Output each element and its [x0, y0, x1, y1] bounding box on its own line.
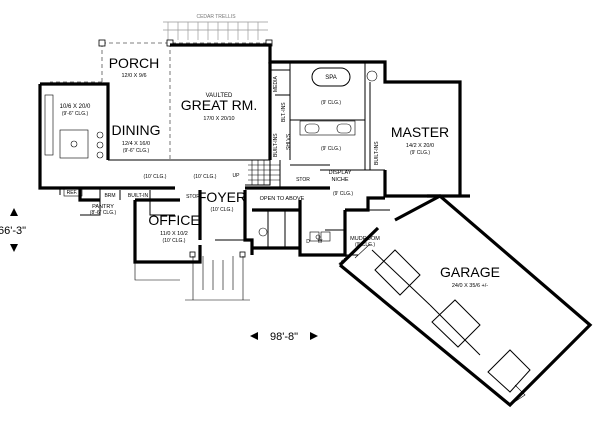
- garage-name: GARAGE: [440, 264, 500, 280]
- trellis-label: CEDAR TRELLIS: [196, 14, 236, 20]
- porch-name: PORCH: [109, 55, 160, 71]
- ref-label: REF.: [67, 190, 78, 196]
- garage: [338, 194, 593, 408]
- entry-posts: [134, 251, 250, 301]
- up-label: UP: [233, 173, 241, 179]
- media-label: MEDIA: [273, 76, 279, 93]
- bath-clg-2: (9' CLG.): [321, 146, 341, 152]
- stor-label-1: STOR: [296, 177, 310, 183]
- width-dimension: 98'-8": [250, 331, 318, 343]
- pantry-name: PANTRY: [92, 204, 114, 210]
- display-line1: DISPLAY: [329, 170, 352, 176]
- kitchen-clg: (9'-6" CLG.): [62, 111, 89, 117]
- great-name: GREAT RM.: [181, 97, 258, 113]
- dryer-label: D: [306, 239, 310, 245]
- depth-value: 66'-3": [0, 225, 26, 237]
- dining-size: 12/4 X 16/0: [122, 141, 150, 147]
- stairs: [248, 160, 280, 185]
- built-ins-master: BUILT-INS: [374, 141, 380, 165]
- dining-name: DINING: [112, 122, 161, 138]
- washer-label: W: [318, 239, 323, 245]
- blt-ins-label-a: BLT.-INS: [281, 102, 287, 122]
- kitchen: [44, 94, 104, 197]
- mudroom-name: MUDROOM: [350, 236, 380, 242]
- pantry-clg: (8'-6" CLG.): [90, 210, 117, 216]
- interior-walls: [59, 62, 385, 248]
- office-size: 11/0 X 10/2: [160, 231, 188, 237]
- porch-size: 12/0 X 9/6: [121, 73, 146, 79]
- shlvs-label: SHLVS: [286, 133, 292, 150]
- great-note: VAULTED: [206, 93, 233, 99]
- cedar-trellis: CEDAR TRELLIS: [163, 14, 268, 40]
- exterior-walls: [38, 43, 462, 264]
- spa-label: SPA: [325, 75, 337, 81]
- minor-labels: MEDIA BLT.-INS BUILT-INS BUILT-INS SHLVS…: [67, 76, 380, 268]
- brm-label: BRM: [104, 193, 115, 199]
- foyer-name: FOYER: [198, 189, 246, 205]
- kitchen-size: 10/6 X 20/0: [60, 104, 91, 110]
- width-value: 98'-8": [270, 331, 298, 343]
- bath-fixtures: [258, 67, 378, 242]
- display-line2: NICHE: [331, 177, 348, 183]
- mudroom-walls: [344, 209, 390, 256]
- stor-label-2: STOR: [186, 194, 200, 200]
- blt-ins-label-b: BUILT-INS: [273, 133, 279, 157]
- stair-clg: (10' CLG.): [194, 174, 217, 180]
- bath-clg-3: (9' CLG.): [333, 191, 353, 197]
- built-in-label: BUILT-IN: [128, 193, 149, 199]
- office-name: OFFICE: [148, 212, 199, 228]
- mudroom-clg: (9' CLG.): [355, 242, 375, 248]
- room-labels: PORCH 12/0 X 9/6 VAULTED GREAT RM. 17/0 …: [60, 55, 500, 289]
- office-clg: (10' CLG.): [163, 238, 186, 244]
- master-clg: (9' CLG.): [410, 150, 430, 156]
- bath-clg-1: (9' CLG.): [321, 100, 341, 106]
- master-size: 14/2 X 20/0: [406, 143, 434, 149]
- depth-dimension: 66'-3": [0, 208, 26, 252]
- foyer-clg: (10' CLG.): [211, 207, 234, 213]
- porch-outline: [50, 39, 273, 160]
- garage-size: 24/0 X 35/6 +/-: [452, 283, 488, 289]
- hall-clg: (10' CLG.): [144, 174, 167, 180]
- dining-clg: (9'-6" CLG.): [123, 148, 150, 154]
- open-above-label: OPEN TO ABOVE: [260, 196, 305, 202]
- great-size: 17/0 X 20/10: [203, 116, 234, 122]
- master-name: MASTER: [391, 124, 449, 140]
